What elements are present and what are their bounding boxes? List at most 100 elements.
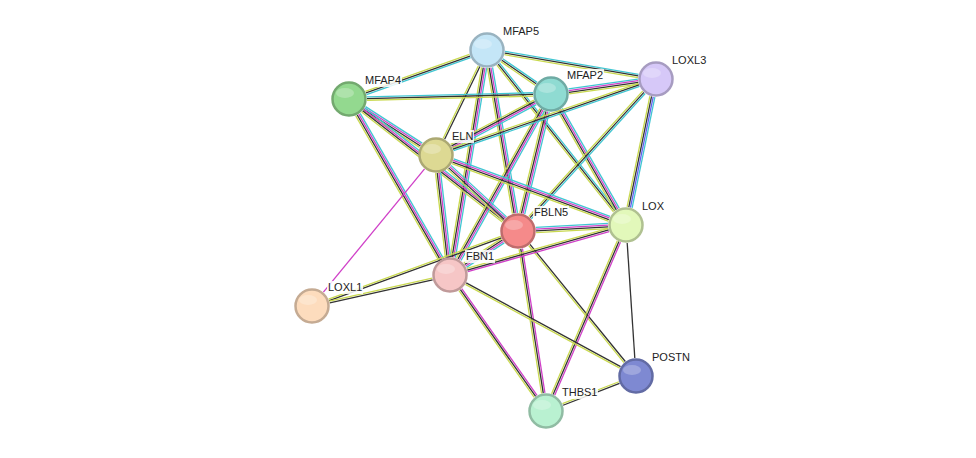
protein-circle: [331, 81, 367, 117]
evidence-line: [452, 164, 608, 222]
interaction-edge: [558, 108, 620, 210]
interaction-edge: [552, 241, 621, 395]
evidence-line: [558, 111, 615, 211]
protein-circle: [608, 207, 644, 243]
evidence-line: [559, 110, 616, 210]
interaction-edge: [497, 63, 616, 212]
node-highlight: [623, 365, 641, 375]
interaction-edge: [447, 165, 506, 220]
node-circle: [420, 139, 453, 172]
protein-circle: [500, 213, 536, 249]
evidence-line: [561, 109, 618, 209]
evidence-line: [462, 289, 537, 396]
evidence-line: [627, 243, 635, 358]
interaction-edge: [459, 289, 537, 398]
node-highlight: [423, 144, 441, 154]
evidence-line: [460, 290, 535, 397]
protein-node: ELN: [418, 137, 454, 173]
protein-label: LOXL1: [327, 281, 363, 294]
protein-circle: [618, 358, 654, 394]
evidence-line: [323, 169, 424, 292]
node-circle: [333, 83, 366, 116]
interaction-edge: [488, 67, 518, 213]
evidence-line: [629, 96, 652, 207]
protein-node: LOXL1: [294, 288, 330, 324]
protein-label: THBS1: [561, 386, 598, 399]
node-circle: [535, 78, 568, 111]
protein-circle: [418, 137, 454, 173]
protein-circle: [469, 32, 505, 68]
evidence-line: [562, 108, 619, 208]
evidence-line: [453, 160, 609, 218]
node-highlight: [538, 83, 556, 93]
interaction-edge: [356, 113, 444, 260]
evidence-line: [632, 97, 655, 208]
protein-node: MFAP2: [533, 76, 569, 112]
node-circle: [434, 259, 467, 292]
interaction-edge: [452, 159, 610, 221]
node-circle: [610, 209, 643, 242]
interaction-edge: [465, 283, 620, 368]
evidence-line: [465, 240, 503, 264]
protein-label: FBN1: [465, 250, 495, 263]
interaction-edge: [323, 169, 424, 292]
node-highlight: [643, 68, 661, 78]
evidence-line: [437, 173, 447, 257]
protein-circle: [528, 393, 564, 429]
node-highlight: [533, 400, 551, 410]
interaction-edge: [627, 243, 635, 358]
evidence-line: [466, 283, 620, 367]
interaction-edge: [367, 93, 533, 101]
evidence-line: [553, 242, 619, 395]
protein-node: FBLN5: [500, 213, 536, 249]
protein-label: LOXL3: [671, 54, 707, 67]
interaction-edge: [362, 108, 506, 222]
protein-node: MFAP4: [331, 81, 367, 117]
evidence-line: [452, 83, 638, 147]
node-circle: [620, 360, 653, 393]
node-highlight: [437, 264, 455, 274]
evidence-line: [357, 115, 440, 260]
protein-circle: [432, 257, 468, 293]
node-circle: [530, 395, 563, 428]
protein-label: MFAP4: [364, 74, 402, 87]
evidence-line: [360, 113, 443, 258]
protein-circle: [533, 76, 569, 112]
protein-node: MFAP5: [469, 32, 505, 68]
evidence-line: [466, 241, 504, 265]
node-circle: [296, 290, 329, 323]
evidence-line: [491, 68, 516, 214]
node-circle: [471, 34, 504, 67]
evidence-line: [555, 242, 621, 395]
evidence-line: [359, 114, 442, 259]
node-highlight: [474, 39, 492, 49]
evidence-line: [436, 173, 446, 257]
evidence-line: [630, 97, 653, 208]
protein-circle: [294, 288, 330, 324]
protein-label: LOX: [641, 200, 665, 213]
protein-label: MFAP2: [566, 69, 604, 82]
evidence-line: [356, 116, 439, 261]
node-circle: [640, 63, 673, 96]
evidence-line: [367, 96, 533, 100]
node-highlight: [299, 295, 317, 305]
node-circle: [502, 215, 535, 248]
evidence-line: [627, 96, 650, 207]
protein-node: THBS1: [528, 393, 564, 429]
node-highlight: [505, 220, 523, 230]
node-highlight: [336, 88, 354, 98]
protein-node: LOXL3: [638, 61, 674, 97]
evidence-line: [454, 159, 610, 217]
node-highlight: [613, 214, 631, 224]
protein-circle: [638, 61, 674, 97]
protein-node: FBN1: [432, 257, 468, 293]
protein-label: ELN: [451, 130, 474, 143]
interaction-edge: [436, 173, 451, 258]
evidence-line: [552, 241, 618, 394]
interaction-edge: [627, 96, 655, 208]
evidence-line: [447, 169, 503, 221]
evidence-line: [453, 162, 609, 220]
protein-label: FBLN5: [533, 206, 569, 219]
